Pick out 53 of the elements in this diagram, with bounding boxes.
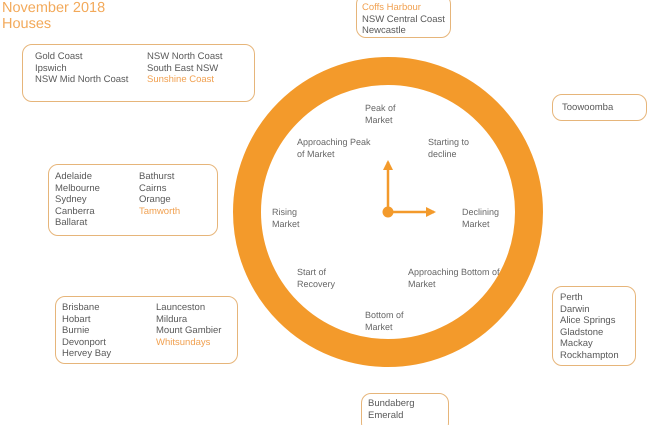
title: November 2018 Houses bbox=[2, 0, 106, 32]
region-name: Mount Gambier bbox=[156, 325, 222, 336]
region-name: Gladstone bbox=[560, 326, 604, 338]
region-box bbox=[356, 0, 451, 38]
region-name: Emerald bbox=[368, 410, 404, 421]
region-name: Burnie bbox=[62, 325, 90, 336]
region-name: Coffs Harbour bbox=[362, 2, 421, 14]
region-name: NSW North Coast bbox=[147, 51, 222, 62]
region-name: Alice Springs bbox=[560, 315, 616, 326]
region-box bbox=[552, 94, 647, 121]
region-name: Orange bbox=[139, 194, 171, 206]
region-name: Hobart bbox=[62, 314, 91, 325]
region-box bbox=[55, 296, 238, 364]
phase-label: Start of Recovery bbox=[297, 266, 336, 290]
region-name: Adelaide bbox=[55, 171, 92, 182]
region-box bbox=[361, 393, 449, 425]
region-name: South East NSW bbox=[147, 62, 218, 74]
phase-label: Declining Market bbox=[462, 206, 500, 230]
region-name: Mackay bbox=[560, 338, 593, 350]
region-name: Mildura bbox=[156, 314, 188, 325]
phase-label: Peak of Market bbox=[365, 102, 397, 126]
region-name: Ipswich bbox=[35, 62, 67, 74]
region-name: Melbourne bbox=[55, 182, 100, 194]
region-name: Bathurst bbox=[139, 171, 174, 182]
region-box bbox=[48, 164, 218, 236]
phase-label: Bottom of Market bbox=[365, 309, 405, 333]
region-name: Newcastle bbox=[362, 25, 406, 36]
region-name: NSW Central Coast bbox=[362, 14, 445, 25]
phase-label: Rising Market bbox=[272, 206, 301, 230]
region-name: Launceston bbox=[156, 302, 206, 314]
region-name: Darwin bbox=[560, 304, 590, 315]
region-name: Toowoomba bbox=[562, 102, 614, 114]
region-name: Sydney bbox=[55, 194, 87, 206]
phase-label: Starting to decline bbox=[428, 136, 470, 160]
region-name: Gold Coast bbox=[35, 51, 83, 62]
region-box bbox=[22, 44, 255, 102]
region-name: Sunshine Coast bbox=[147, 74, 214, 86]
region-name: Hervey Bay bbox=[62, 348, 112, 360]
region-box bbox=[552, 286, 636, 366]
region-name: Bundaberg bbox=[368, 398, 414, 410]
region-name: NSW Mid North Coast bbox=[35, 74, 128, 86]
phase-label: Approaching Bottom of Market bbox=[408, 266, 501, 290]
region-name: Perth bbox=[560, 292, 583, 304]
region-name: Ballarat bbox=[55, 217, 88, 228]
region-name: Cairns bbox=[139, 182, 166, 194]
region-name: Tamworth bbox=[139, 206, 180, 217]
region-name: Canberra bbox=[55, 206, 95, 217]
region-name: Rockhampton bbox=[560, 350, 619, 361]
region-name: Brisbane bbox=[62, 302, 100, 314]
market-cycle-ring bbox=[233, 57, 543, 367]
phase-label: Approaching Peak of Market bbox=[297, 136, 372, 160]
region-name: Whitsundays bbox=[156, 336, 210, 348]
region-name: Devonport bbox=[62, 336, 106, 348]
